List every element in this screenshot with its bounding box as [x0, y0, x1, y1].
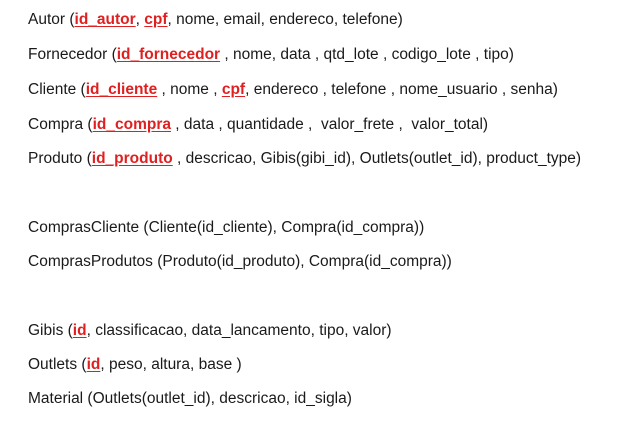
schema-text: , nome, email, endereco, telefone)	[167, 11, 403, 28]
schema-text: , endereco , telefone , nome_usuario , s…	[245, 81, 558, 98]
primary-key: id_autor	[74, 11, 136, 28]
schema-text: Fornecedor (	[28, 46, 117, 63]
schema-line-autor: Autor (id_autor, cpf, nome, email, ender…	[28, 10, 403, 30]
schema-line-gibis: Gibis (id, classificacao, data_lancament…	[28, 321, 392, 341]
schema-text: , classificacao, data_lancamento, tipo, …	[86, 322, 392, 339]
primary-key: id_produto	[91, 150, 173, 167]
schema-text: Material (Outlets(outlet_id), descricao,…	[28, 390, 352, 407]
schema-text: , nome, data , qtd_lote , codigo_lote , …	[220, 46, 514, 63]
schema-text: , descricao, Gibis(gibi_id), Outlets(out…	[172, 150, 582, 167]
primary-key: id	[86, 356, 101, 373]
schema-line-compra: Compra (id_compra , data , quantidade , …	[28, 115, 488, 135]
schema-text: Cliente (	[28, 81, 86, 98]
schema-line-comprascliente: ComprasCliente (Cliente(id_cliente), Com…	[28, 218, 424, 238]
schema-text: Compra (	[28, 116, 93, 133]
schema-text: ComprasCliente (Cliente(id_cliente), Com…	[28, 219, 425, 236]
schema-text: Produto (	[28, 150, 92, 167]
schema-line-comprasprodutos: ComprasProdutos (Produto(id_produto), Co…	[28, 252, 452, 272]
schema-line-material: Material (Outlets(outlet_id), descricao,…	[28, 389, 352, 409]
primary-key: id_compra	[92, 116, 171, 133]
schema-line-cliente: Cliente (id_cliente , nome , cpf, endere…	[28, 80, 558, 100]
schema-text: Autor (	[28, 11, 75, 28]
primary-key: id_fornecedor	[116, 46, 221, 63]
schema-text: , peso, altura, base )	[100, 356, 242, 373]
schema-text: ,	[135, 11, 145, 28]
primary-key: cpf	[144, 11, 168, 28]
primary-key: id	[72, 322, 87, 339]
schema-line-outlets: Outlets (id, peso, altura, base )	[28, 355, 242, 375]
schema-text: , data , quantidade , valor_frete , valo…	[171, 116, 489, 133]
primary-key: id_cliente	[85, 81, 158, 98]
schema-line-fornecedor: Fornecedor (id_fornecedor , nome, data ,…	[28, 45, 514, 65]
schema-line-produto: Produto (id_produto , descricao, Gibis(g…	[28, 149, 581, 169]
primary-key: cpf	[221, 81, 246, 98]
schema-text: ComprasProdutos (Produto(id_produto), Co…	[28, 253, 452, 270]
schema-text: Outlets (	[28, 356, 87, 373]
schema-text: , nome ,	[157, 81, 222, 98]
schema-text: Gibis (	[28, 322, 73, 339]
